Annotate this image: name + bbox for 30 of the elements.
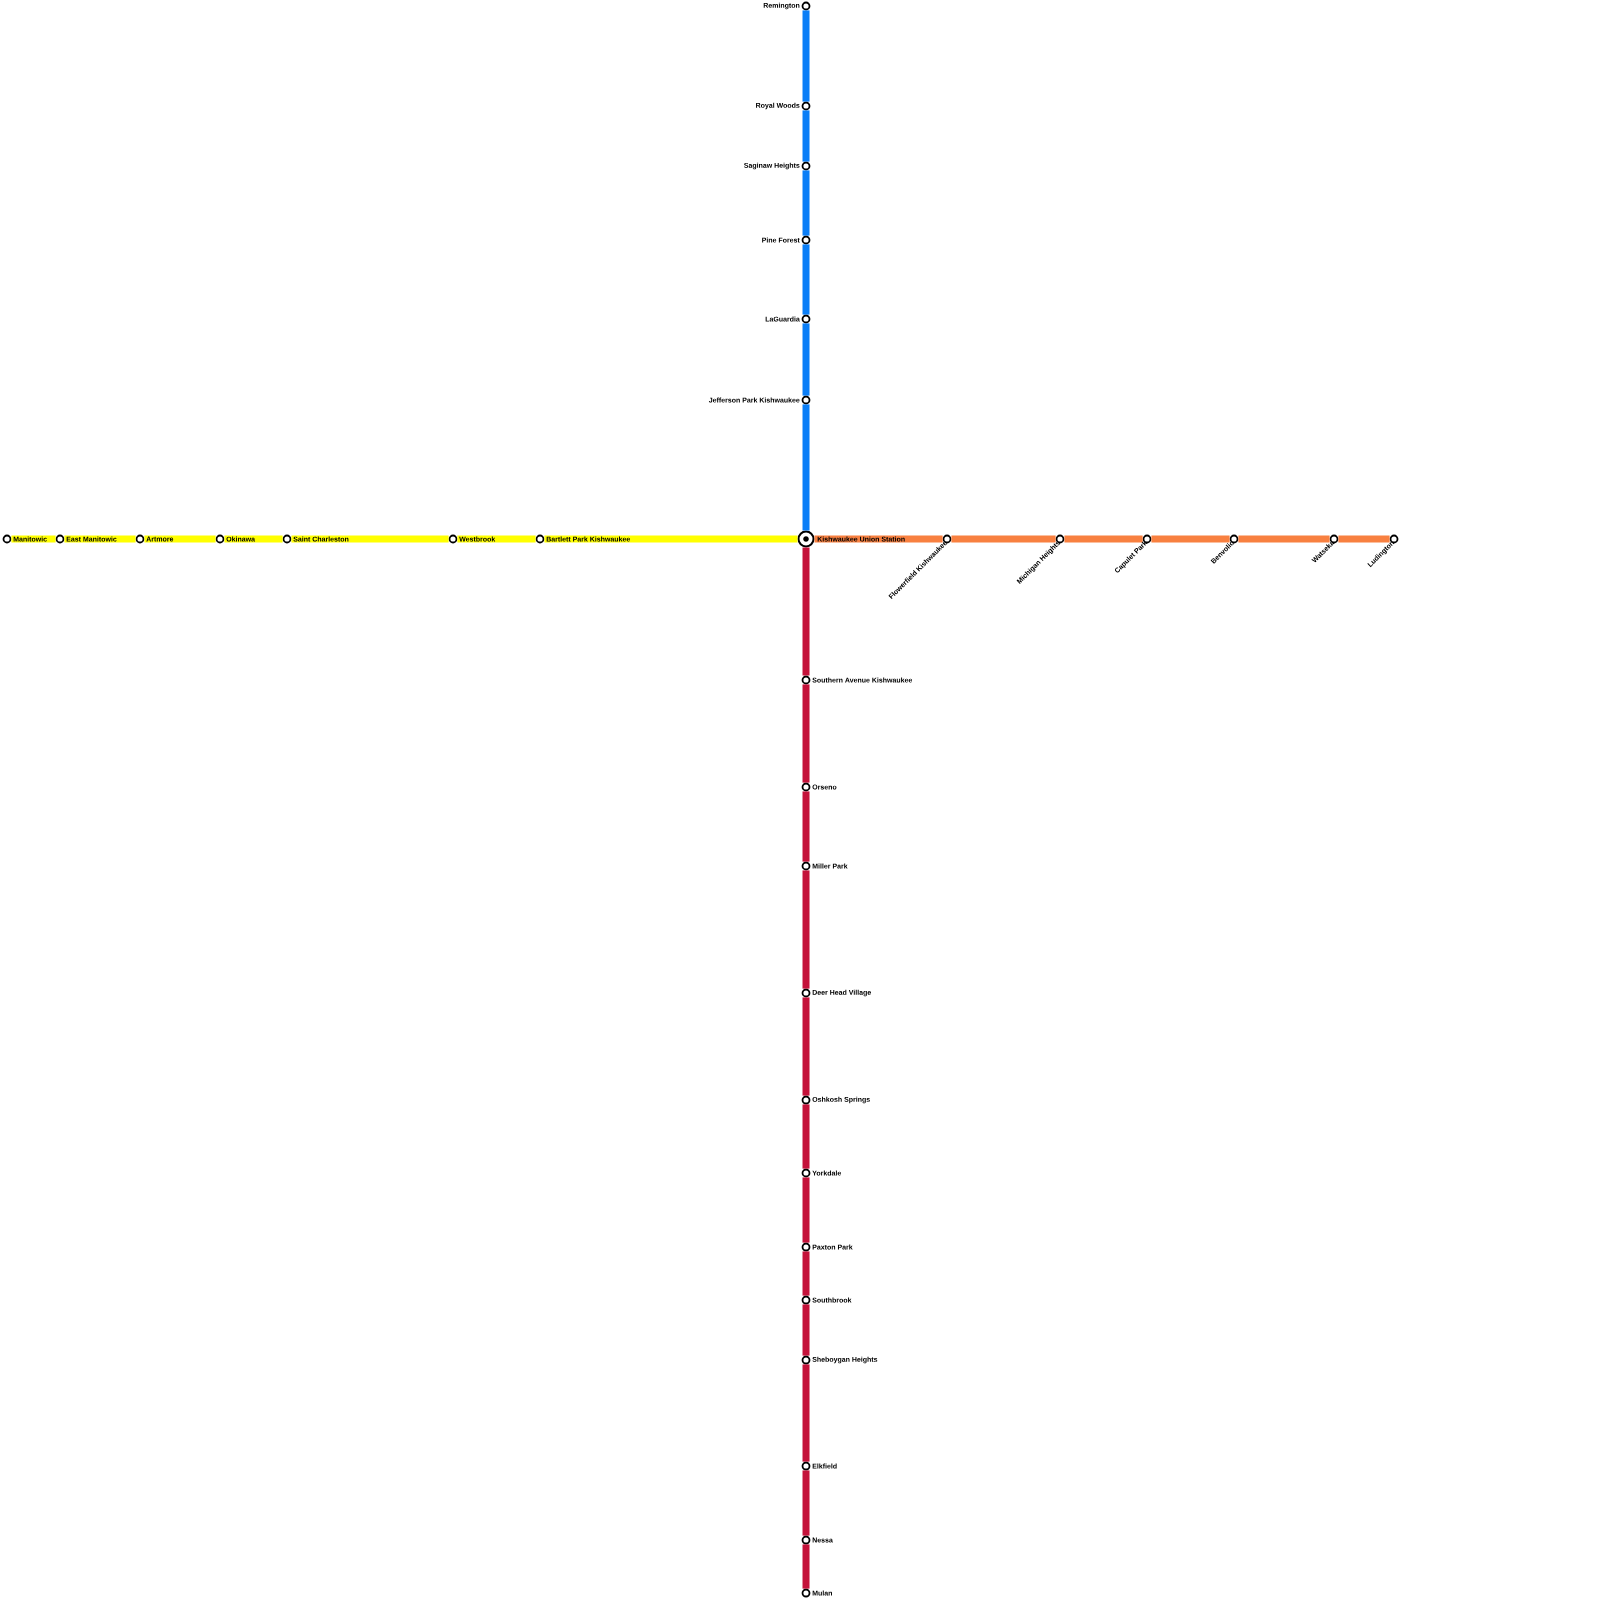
station-marker bbox=[801, 1095, 811, 1105]
station-marker bbox=[135, 534, 145, 544]
station-marker bbox=[801, 782, 811, 792]
station-marker bbox=[55, 534, 65, 544]
station-marker bbox=[801, 395, 811, 405]
station-marker bbox=[801, 235, 811, 245]
station-marker bbox=[535, 534, 545, 544]
station-marker bbox=[801, 1168, 811, 1178]
station-marker bbox=[215, 534, 225, 544]
station-marker bbox=[801, 1295, 811, 1305]
station-marker bbox=[801, 1355, 811, 1365]
station-marker bbox=[801, 1242, 811, 1252]
line-segment bbox=[11, 535, 56, 543]
station-marker bbox=[801, 988, 811, 998]
station-marker bbox=[801, 161, 811, 171]
station-marker bbox=[797, 530, 815, 548]
station-marker bbox=[448, 534, 458, 544]
station-marker bbox=[2, 534, 12, 544]
station-marker bbox=[801, 1535, 811, 1545]
station-marker bbox=[801, 1588, 811, 1598]
station-marker bbox=[801, 101, 811, 111]
station-marker bbox=[801, 675, 811, 685]
station-marker bbox=[282, 534, 292, 544]
line-segment bbox=[64, 535, 136, 543]
station-marker bbox=[1055, 534, 1065, 544]
station-marker bbox=[1389, 534, 1399, 544]
station-marker bbox=[801, 1, 811, 11]
station-marker bbox=[801, 1461, 811, 1471]
station-marker bbox=[801, 314, 811, 324]
station-marker bbox=[801, 861, 811, 871]
